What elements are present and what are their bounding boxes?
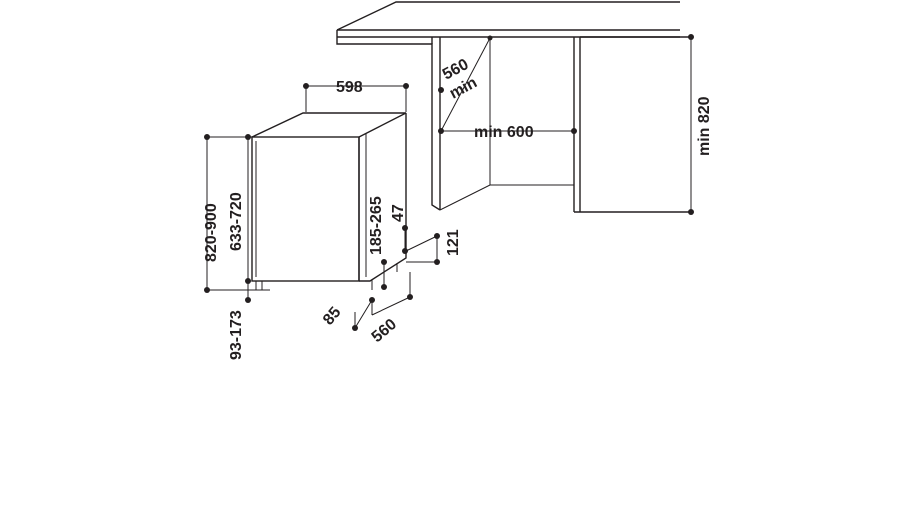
label-min-600: min 600	[474, 124, 534, 141]
dishwasher-body	[251, 112, 407, 291]
dimension-lines	[204, 34, 694, 331]
label-47: 47	[390, 204, 407, 222]
label-598: 598	[336, 79, 363, 96]
label-560-bottom: 560	[369, 316, 400, 346]
label-min-820: min 820	[696, 96, 713, 156]
label-85: 85	[320, 304, 345, 329]
label-633-720: 633-720	[228, 192, 245, 251]
label-93-173: 93-173	[228, 310, 245, 360]
cabinet-niche	[336, 1, 690, 213]
dimension-labels: 598 560 min min 600 min 820 820-900 633-…	[203, 56, 713, 360]
label-820-900: 820-900	[203, 203, 220, 262]
label-185-265: 185-265	[368, 196, 385, 255]
label-121: 121	[445, 229, 462, 256]
